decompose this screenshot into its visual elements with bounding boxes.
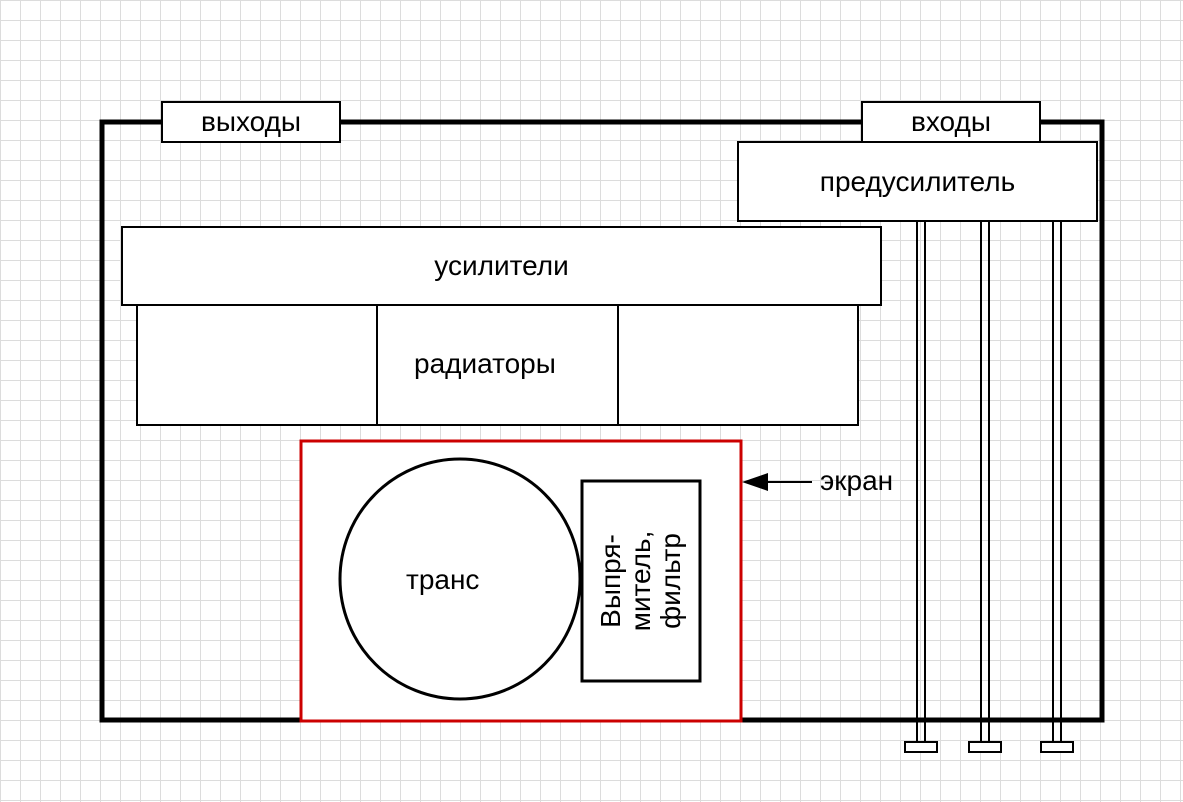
outputs-label: выходы: [161, 101, 341, 143]
rectifier-box: [580, 479, 702, 683]
preamp-label: предусилитель: [819, 165, 1016, 197]
screen-label: экран: [820, 465, 894, 496]
transformer-circle: [338, 457, 582, 701]
amplifiers-label: усилители: [434, 250, 569, 281]
rectifier-label: Выпря- митель, фильтр: [595, 481, 686, 681]
input-cable-2: [968, 220, 1002, 753]
input-cable-1: [904, 220, 938, 753]
connector-3: [1040, 741, 1074, 753]
transformer-label: транс: [406, 564, 480, 595]
rectifier-label-line-3: фильтр: [655, 533, 687, 629]
inputs-label-text: входы: [911, 106, 991, 137]
inputs-label: входы: [861, 101, 1041, 143]
preamp-block: предусилитель: [737, 141, 1098, 222]
radiators-block: [136, 304, 859, 426]
rectifier-label-line-2: митель,: [624, 530, 656, 632]
outputs-label-text: выходы: [200, 106, 302, 137]
connector-1: [904, 741, 938, 753]
rectifier-label-line-1: Выпря-: [594, 534, 626, 628]
connector-2: [968, 741, 1002, 753]
radiators-label: радиаторы: [414, 348, 556, 379]
screen-arrow-icon: [742, 473, 812, 491]
amplifiers-block: усилители: [121, 226, 882, 306]
input-cable-3: [1040, 220, 1074, 753]
